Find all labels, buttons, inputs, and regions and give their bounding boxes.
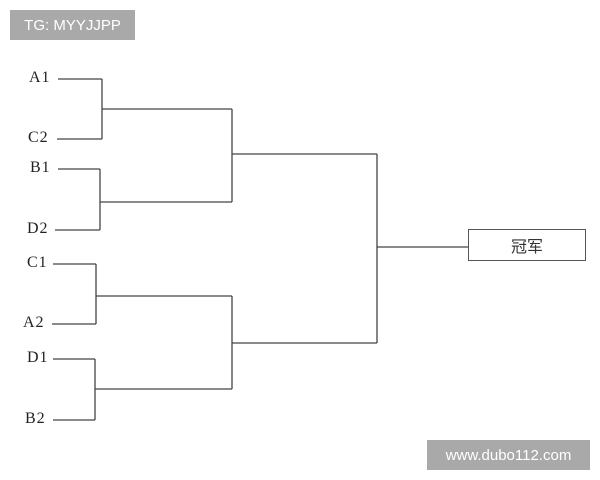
team-label-b2: B2 <box>25 410 46 427</box>
team-label-a1: A1 <box>29 69 51 86</box>
watermark-bottom-text: www.dubo112.com <box>445 446 572 464</box>
watermark-top-left: TG: MYYJJPP <box>10 10 135 40</box>
watermark-bottom-right: www.dubo112.com <box>427 440 590 470</box>
team-label-c2: C2 <box>28 129 49 146</box>
champion-box: 冠军 <box>468 229 586 261</box>
team-label-c1: C1 <box>27 254 48 271</box>
team-label-d2: D2 <box>27 220 49 237</box>
champion-label: 冠军 <box>510 237 543 256</box>
watermark-top-text: TG: MYYJJPP <box>24 16 121 34</box>
team-label-a2: A2 <box>23 314 45 331</box>
team-label-b1: B1 <box>30 159 51 176</box>
team-label-d1: D1 <box>27 349 49 366</box>
